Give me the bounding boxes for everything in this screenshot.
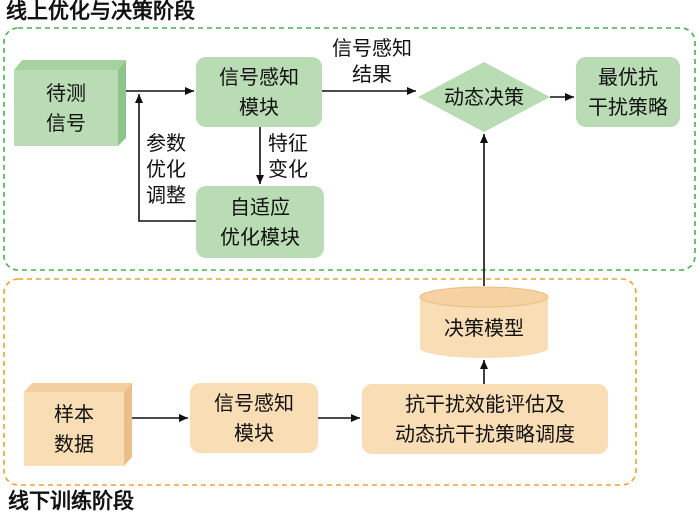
- decision-label: 动态决策: [444, 85, 524, 109]
- edge-feature-change-line-1: 特征: [268, 131, 308, 155]
- signal-input-line-2: 信号: [46, 111, 86, 135]
- online-perception-module: 信号感知 模块: [196, 57, 322, 127]
- decision-model-cylinder: [419, 286, 549, 358]
- best-line-2: 干扰策略: [588, 95, 668, 119]
- edge-param-adjust-line-3: 调整: [146, 183, 186, 207]
- adaptive-line-2: 优化模块: [220, 225, 300, 249]
- online-stage-title: 线上优化与决策阶段: [6, 0, 195, 23]
- adaptive-optimization-module: 自适应 优化模块: [196, 186, 324, 258]
- sample-line-2: 数据: [54, 432, 94, 456]
- sample-data-box: [24, 383, 132, 466]
- edge-param-adjust-line-2: 优化: [146, 157, 186, 181]
- evaluation-line-2: 动态抗干扰策略调度: [395, 422, 575, 446]
- signal-input-line-1: 待测: [46, 81, 86, 105]
- online-perception-line-1: 信号感知: [219, 65, 299, 89]
- sample-data-label: 样本 数据: [24, 392, 124, 466]
- online-perception-line-2: 模块: [239, 95, 279, 119]
- offline-perception-module: 信号感知 模块: [190, 383, 318, 453]
- evaluation-scheduling-box: 抗干扰效能评估及 动态抗干扰策略调度: [362, 384, 608, 454]
- online-stage-frame: [3, 27, 696, 271]
- edge-label-param-adjust: 参数 优化 调整: [146, 130, 186, 208]
- edge-label-perception-result: 信号感知 结果: [330, 35, 414, 87]
- decision-diamond: [418, 62, 550, 132]
- best-line-1: 最优抗: [598, 65, 658, 89]
- offline-stage-title: 线下训练阶段: [8, 489, 134, 513]
- offline-perception-line-1: 信号感知: [214, 391, 294, 415]
- best-strategy-box: 最优抗 干扰策略: [576, 57, 680, 127]
- edge-param-adjust-line-1: 参数: [146, 131, 186, 155]
- arrow-adaptive-feedback: [135, 94, 196, 222]
- adaptive-line-1: 自适应: [230, 195, 290, 219]
- edge-feature-change-line-2: 变化: [268, 157, 308, 181]
- edge-perception-result-line-2: 结果: [352, 62, 392, 86]
- edge-perception-result-line-1: 信号感知: [332, 36, 412, 60]
- offline-perception-line-2: 模块: [234, 421, 274, 445]
- offline-stage-frame: [3, 278, 637, 486]
- signal-input-label: 待测 信号: [14, 70, 118, 146]
- edge-label-feature-change: 特征 变化: [268, 130, 308, 182]
- signal-input-box: [14, 60, 126, 146]
- decision-model-label: 决策模型: [444, 316, 524, 340]
- sample-line-1: 样本: [54, 402, 94, 426]
- evaluation-line-1: 抗干扰效能评估及: [405, 392, 565, 416]
